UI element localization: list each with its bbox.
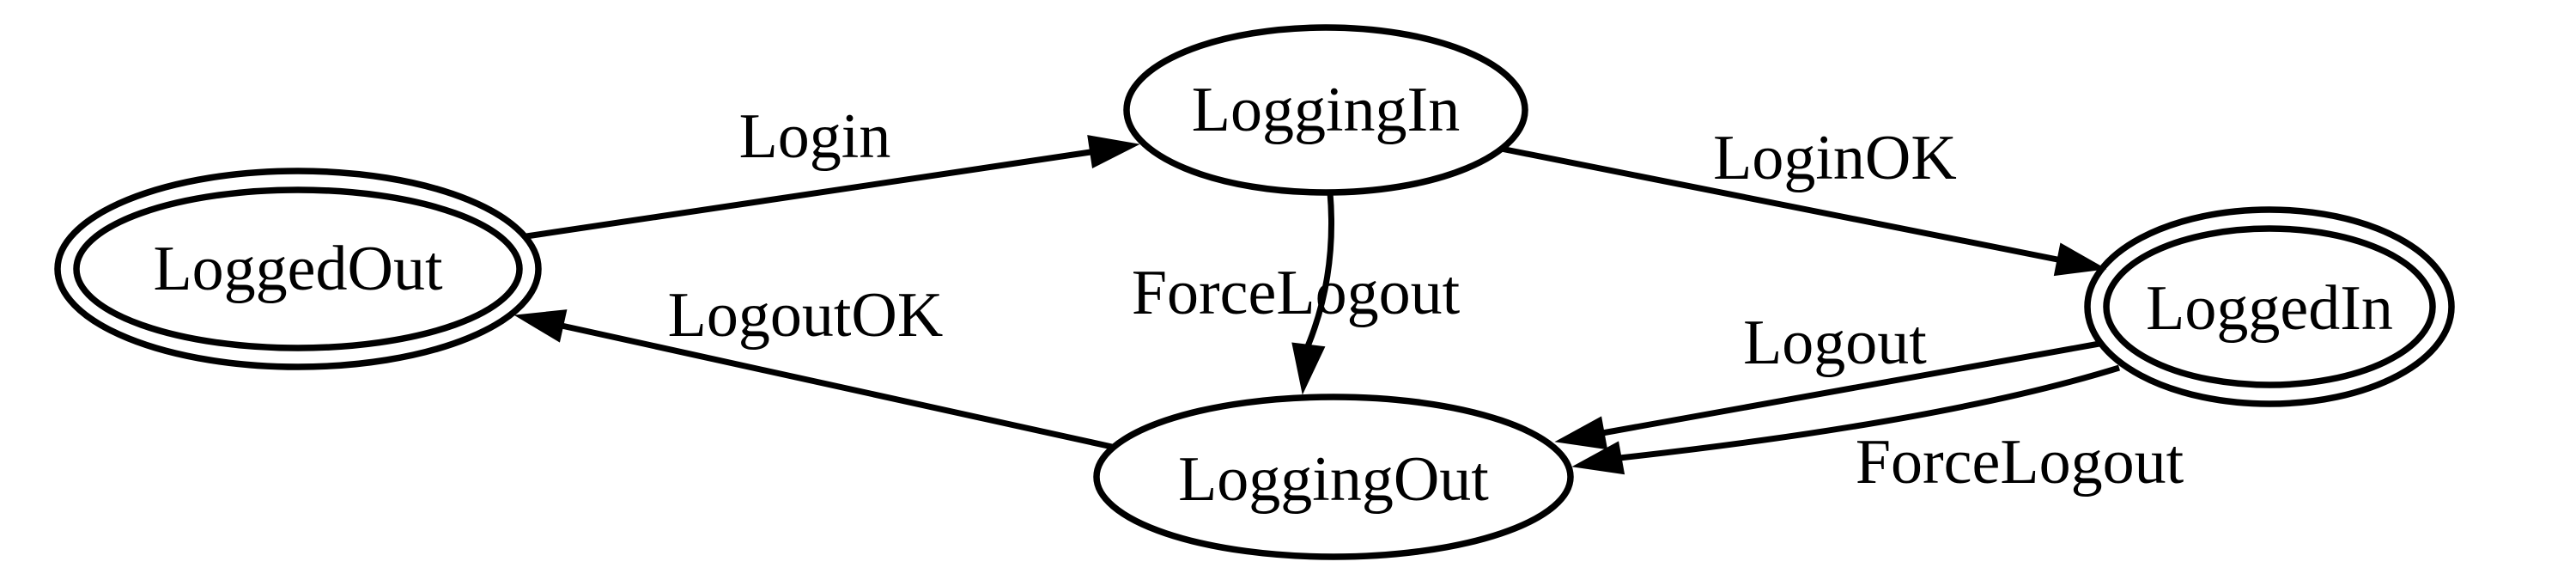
transition-loginok-label: LoginOK [1713,123,1957,193]
transition-forcelogout-from-loggedin-arrowhead [1571,441,1625,475]
state-node-loggingout: LoggingOut [1093,394,1574,560]
transition-loginok-arrowhead [2053,242,2107,277]
transition-forcelogout-from-loggingin: ForceLogout [1132,192,1461,395]
loggedin-label: LoggedIn [2146,273,2393,344]
transition-login-path [526,149,1091,240]
transition-forcelogout-from-loggingin-path [1304,192,1334,348]
transition-logoutok-path [561,322,1113,450]
transition-login-label: Login [739,101,891,172]
transition-loginok: LoginOK [1500,123,2107,277]
transition-login: Login [526,101,1140,240]
loggingout-label: LoggingOut [1178,444,1489,515]
transition-logoutok-arrowhead [513,309,568,343]
state-node-loggingin: LoggingIn [1123,24,1528,196]
transition-logoutok-label: LogoutOK [668,280,944,351]
state-node-loggedout: LoggedOut [54,168,542,370]
transition-logout-label: Logout [1743,308,1927,378]
transition-logoutok: LogoutOK [513,280,1113,450]
transition-forcelogout-from-loggedin: ForceLogout [1571,364,2184,497]
loggingout-ring [1093,394,1574,560]
state-node-loggedin: LoggedIn [2084,206,2455,407]
loggedout-inner-ring [73,186,523,351]
transition-logout-path [1601,340,2100,436]
transition-loginok-path [1500,145,2058,263]
transition-forcelogout-from-loggingin-label: ForceLogout [1132,258,1461,328]
transition-forcelogout-from-loggedin-path [1619,364,2121,461]
transition-forcelogout-from-loggingin-arrowhead [1291,342,1326,395]
loggingin-ring [1123,24,1528,196]
transition-logout: Logout [1554,308,2100,450]
loggedin-inner-ring [2103,225,2436,388]
transition-forcelogout-from-loggedin-label: ForceLogout [1856,427,2184,497]
loggedin-outer-ring [2084,206,2455,407]
loggingin-label: LoggingIn [1192,75,1460,145]
transition-login-arrowhead [1087,135,1140,169]
loggedout-outer-ring [54,168,542,370]
transition-logout-arrowhead [1554,416,1608,450]
loggedout-label: LoggedOut [153,234,442,304]
